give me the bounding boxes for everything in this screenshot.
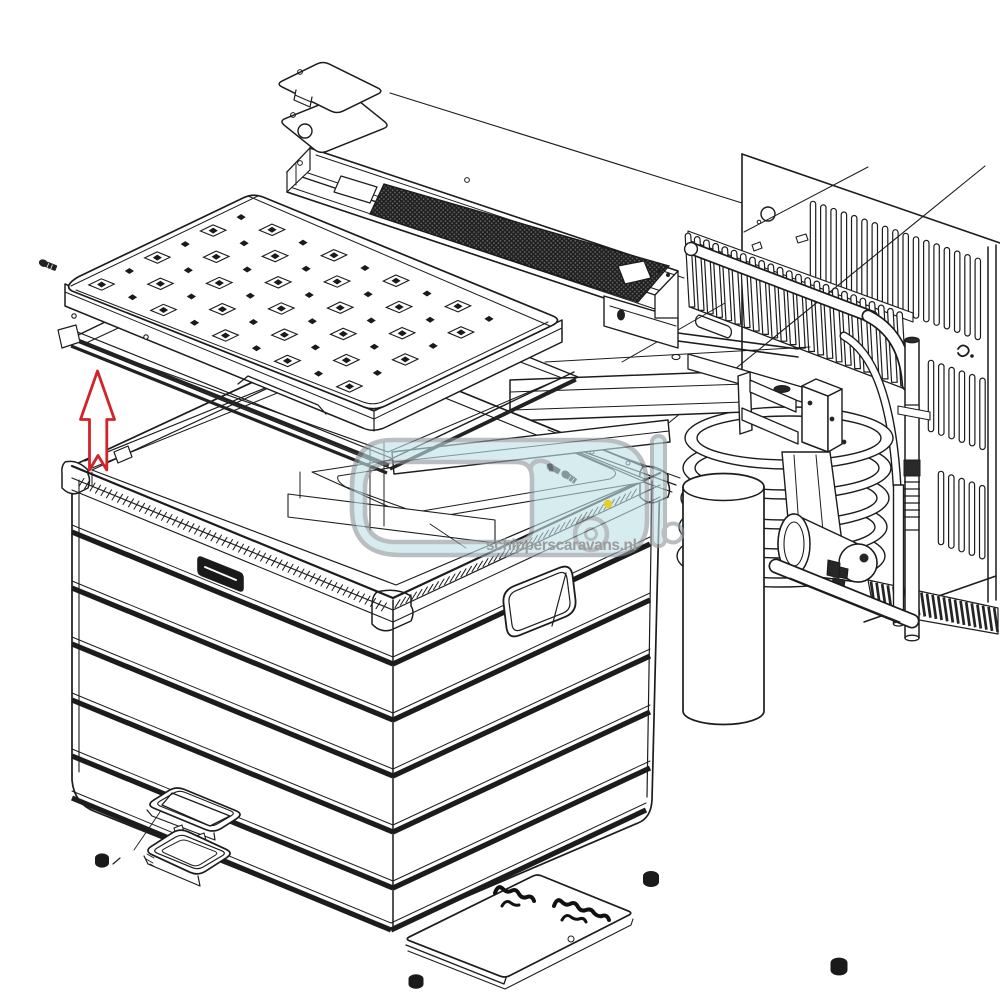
- svg-text:schipperscaravans.nl: schipperscaravans.nl: [486, 537, 637, 554]
